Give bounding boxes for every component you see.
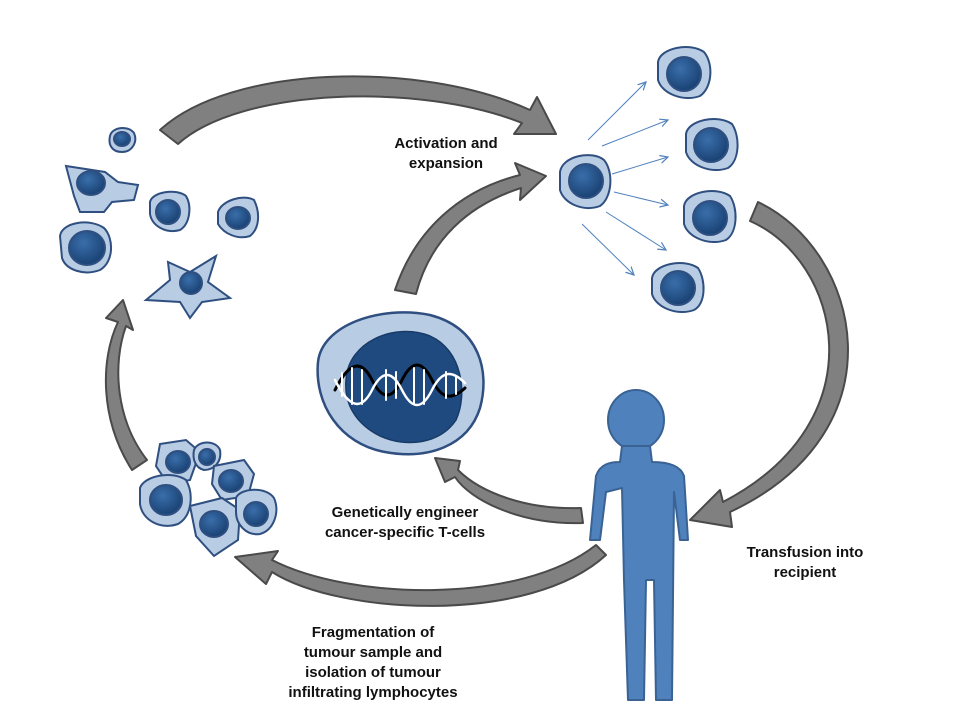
arrow-left (104, 299, 148, 471)
tumour-sample-cluster (139, 438, 278, 558)
cell-small (108, 127, 137, 154)
label-fragmentation: Fragmentation of tumour sample and isola… (288, 624, 458, 701)
expansion-arrows (581, 82, 668, 275)
label-transfusion: Transfusion into recipient (746, 544, 864, 581)
cell-star (143, 253, 233, 320)
cell-right (217, 196, 260, 239)
expanded-cell-3 (683, 190, 737, 243)
expanded-cell-4 (651, 262, 705, 313)
cell-middle (149, 190, 191, 232)
activated-cell (559, 154, 612, 209)
label-activation: Activation and expansion (394, 135, 498, 172)
expanded-cell-2 (685, 118, 739, 171)
arrow-inner-up (394, 162, 547, 295)
person-icon (589, 389, 689, 701)
engineered-cell (316, 311, 485, 456)
cell-cluster-top-left (58, 127, 260, 320)
label-engineer: Genetically engineer cancer-specific T-c… (324, 504, 486, 541)
dna-helix-icon (333, 363, 467, 407)
arrow-right (689, 201, 849, 528)
cell-round-left (58, 221, 112, 274)
cycle-arrows (104, 75, 849, 607)
arrow-inner-left (434, 457, 584, 525)
cell-elongated (64, 164, 140, 213)
arrow-bottom (234, 544, 607, 607)
arrow-top (159, 75, 557, 145)
expanded-cells (651, 46, 739, 313)
expanded-cell-1 (657, 46, 712, 99)
